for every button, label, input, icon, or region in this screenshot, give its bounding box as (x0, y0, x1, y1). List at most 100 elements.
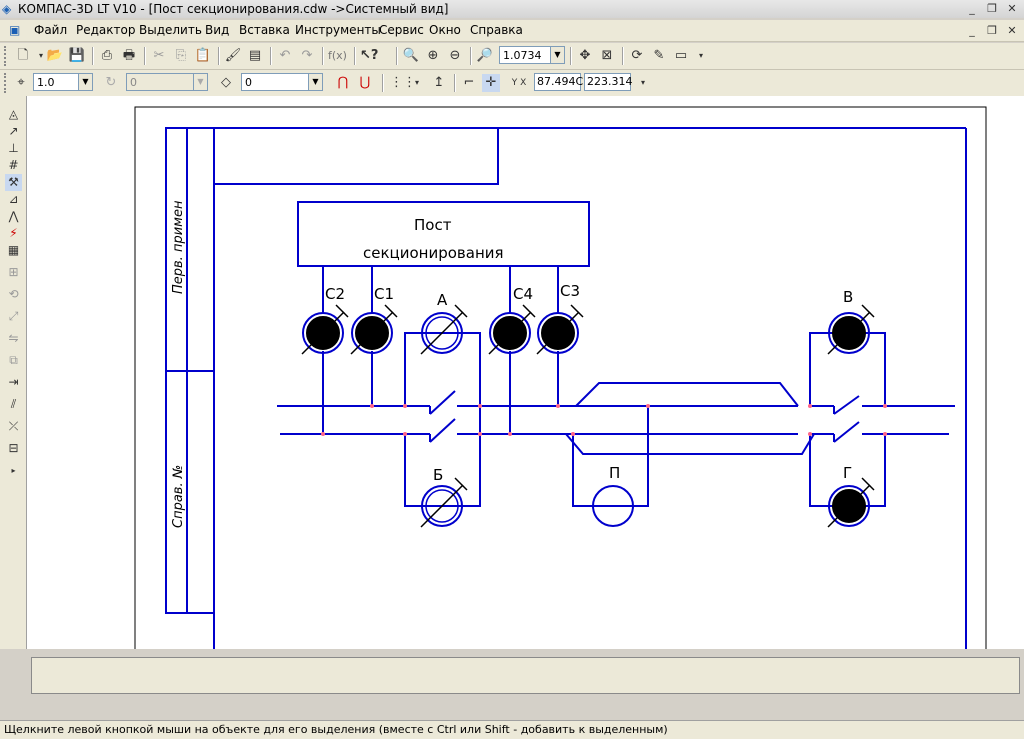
menu-service[interactable]: Сервис (379, 23, 424, 37)
zoom-window-icon[interactable]: 🔍 (402, 48, 420, 63)
layer-dropdown-button[interactable]: ▼ (308, 73, 323, 91)
grid-icon[interactable]: ⋮⋮ (390, 75, 416, 90)
snap-icon[interactable]: ⋃ (359, 75, 371, 90)
symbols-icon[interactable]: ⊥ (8, 141, 19, 155)
menu-bar: ▣ Файл Редактор Выделить Вид Вставка Инс… (0, 20, 1024, 42)
minimize-button[interactable]: _ (969, 2, 975, 15)
zoom-all-icon[interactable]: ⊠ (601, 48, 613, 63)
mirror-icon[interactable]: ⇋ (8, 331, 19, 345)
new-file-icon[interactable]: 🗋 (17, 48, 29, 63)
format-brush-icon[interactable]: 🖌 (224, 48, 242, 63)
top-stamp (214, 128, 499, 185)
help-cursor-icon[interactable]: ↖? (360, 48, 379, 63)
menu-tools[interactable]: Инструменты (295, 23, 381, 37)
undo-icon[interactable]: ↶ (279, 48, 291, 63)
coord-x-field[interactable]: 87.494C (534, 73, 583, 91)
menu-help[interactable]: Справка (470, 23, 523, 37)
print-icon[interactable]: 🖶 (122, 48, 136, 63)
separator (322, 47, 324, 65)
trim-icon[interactable]: ⫽ (10, 397, 17, 411)
label-b: Б (433, 466, 443, 484)
chevron-down-icon[interactable]: ▾ (414, 78, 419, 87)
break-icon[interactable]: ⤫ (8, 419, 19, 433)
doc-restore-button[interactable]: ❐ (987, 24, 997, 37)
zoom-input[interactable]: 1.0734 (499, 46, 551, 64)
status-bar: Щелкните левой кнопкой мыши на объекте д… (0, 720, 1024, 739)
property-panel[interactable] (31, 657, 1020, 694)
angle-step-icon[interactable]: ↻ (105, 75, 117, 90)
pan-icon[interactable]: ✥ (579, 48, 591, 63)
label-v: В (843, 288, 853, 306)
more-tools-icon[interactable]: ▸ (11, 466, 16, 475)
layers-icon[interactable]: ▭ (674, 48, 688, 63)
manager-icon[interactable]: ✎ (653, 48, 665, 63)
layer-icon[interactable]: ◇ (221, 75, 231, 90)
toolbar-grip[interactable] (4, 46, 9, 66)
report-icon[interactable]: ▦ (7, 243, 20, 257)
label-c2: С2 (325, 285, 345, 303)
zoom-dropdown-button[interactable]: ▼ (550, 46, 565, 64)
separator (570, 47, 572, 65)
doc-minimize-button[interactable]: _ (969, 24, 975, 37)
select-icon[interactable]: ⋀ (8, 209, 19, 223)
menu-editor[interactable]: Редактор (76, 23, 136, 37)
frame-icon[interactable]: ⊟ (8, 441, 19, 455)
spec-icon[interactable]: ⚡ (9, 226, 18, 240)
stamp-label-top: Перв. примен (171, 200, 186, 294)
view-icon[interactable]: ⊞ (8, 265, 19, 279)
print-preview-icon[interactable]: ⎙ (101, 48, 113, 63)
cursor-step-icon[interactable]: ⌖ (17, 75, 25, 90)
ortho-icon[interactable]: ⌐ (463, 75, 475, 90)
redo-icon[interactable]: ↷ (301, 48, 313, 63)
dimensions-icon[interactable]: ↗ (8, 124, 19, 138)
move-icon[interactable]: ⇥ (8, 375, 19, 389)
coord-y-field[interactable]: 223.314 (584, 73, 633, 91)
menu-select[interactable]: Выделить (139, 23, 202, 37)
copy-icon[interactable]: ⎘ (175, 48, 187, 63)
copy-objects-icon[interactable]: ⧉ (9, 353, 18, 367)
angle-dropdown-button[interactable]: ▼ (193, 73, 208, 91)
zoom-in-icon[interactable]: ⊕ (427, 48, 439, 63)
local-cs-icon[interactable]: ↥ (433, 75, 445, 90)
round-icon[interactable]: ✛ (482, 74, 500, 92)
scale-icon[interactable]: ⤢ (8, 309, 19, 323)
function-icon[interactable]: f(x) (328, 49, 347, 62)
document-icon[interactable]: ▣ (9, 23, 21, 37)
disconnector-c1 (350, 304, 398, 355)
magnet-icon[interactable]: ⋂ (337, 75, 349, 90)
edit-icon[interactable]: # (8, 158, 19, 172)
geometry-icon[interactable]: ◬ (8, 107, 19, 121)
coord-xy-icon: Y X (511, 78, 527, 88)
drawing-area[interactable]: Пост секционирования С2 С1 А С4 С3 В Б П… (27, 96, 1024, 649)
rotate-icon[interactable]: ⟲ (8, 287, 19, 301)
post-block (297, 201, 590, 267)
angle-input[interactable]: 0 (126, 73, 194, 91)
toolbar-overflow-icon[interactable]: ▾ (640, 78, 645, 87)
chevron-down-icon[interactable]: ▾ (38, 51, 43, 60)
parametrize-icon[interactable]: ⚒ (5, 174, 22, 191)
maximize-button[interactable]: ❐ (987, 2, 997, 15)
save-icon[interactable]: 💾 (68, 48, 86, 63)
zoom-scale-icon[interactable]: 🔎 (476, 48, 494, 63)
refresh-icon[interactable]: ⟳ (631, 48, 643, 63)
measure-icon[interactable]: ⊿ (8, 192, 19, 206)
menu-window[interactable]: Окно (429, 23, 461, 37)
doc-close-button[interactable]: ✕ (1007, 24, 1017, 37)
toolbar-overflow-icon[interactable]: ▾ (698, 51, 703, 60)
toolbar-grip[interactable] (4, 73, 9, 93)
open-folder-icon[interactable]: 📂 (46, 48, 64, 63)
close-button[interactable]: ✕ (1007, 2, 1017, 15)
properties-icon[interactable]: ▤ (248, 48, 262, 63)
step-dropdown-button[interactable]: ▼ (78, 73, 93, 91)
layer-input[interactable]: 0 (241, 73, 309, 91)
menu-file[interactable]: Файл (34, 23, 68, 37)
paste-icon[interactable]: 📋 (194, 48, 212, 63)
menu-insert[interactable]: Вставка (239, 23, 290, 37)
disconnector-b (420, 477, 468, 528)
cut-icon[interactable]: ✂ (153, 48, 165, 63)
sheet-border (134, 106, 987, 649)
step-input[interactable]: 1.0 (33, 73, 79, 91)
zoom-out-icon[interactable]: ⊖ (449, 48, 461, 63)
drawing-svg: Пост секционирования С2 С1 А С4 С3 В Б П… (134, 106, 987, 649)
menu-view[interactable]: Вид (205, 23, 230, 37)
